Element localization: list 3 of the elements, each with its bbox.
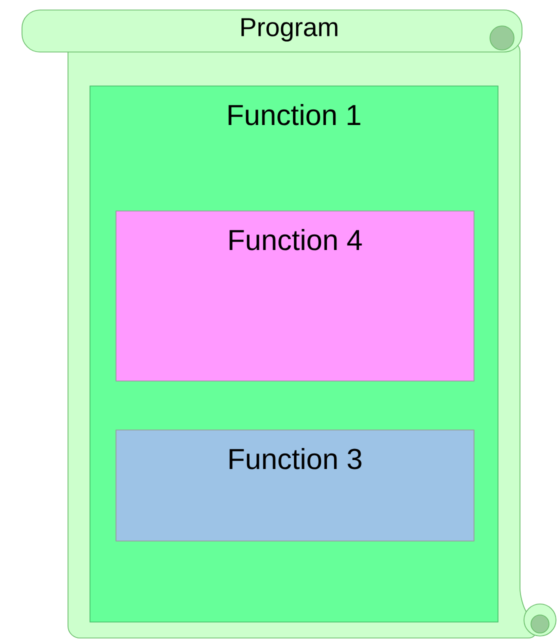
node-label: Program bbox=[241, 18, 338, 42]
function-box: Function 4 bbox=[116, 210, 474, 382]
function-box: Function 3 bbox=[116, 430, 474, 542]
